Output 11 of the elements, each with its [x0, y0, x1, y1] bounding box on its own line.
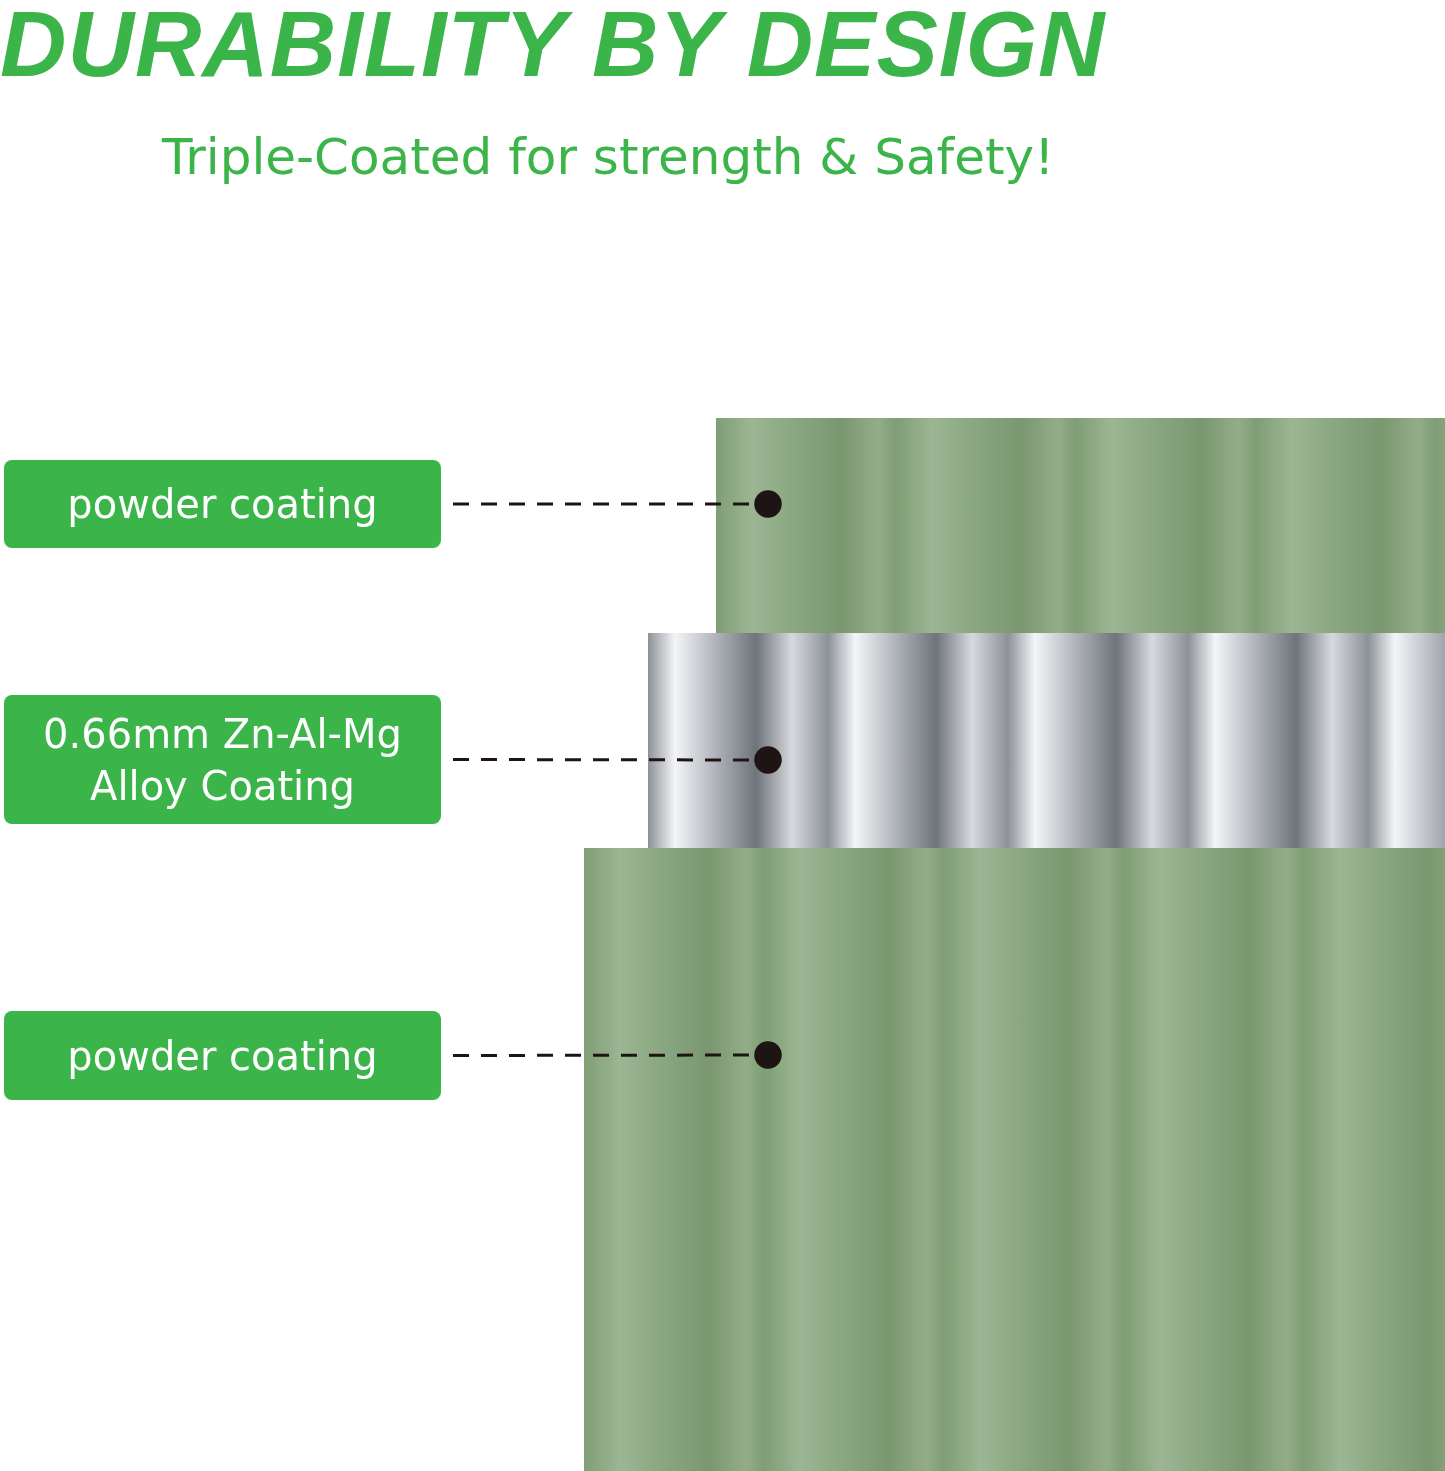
leader-line — [453, 1041, 782, 1069]
callout-label: powder coating — [4, 1011, 441, 1100]
alloy-layer-drawing — [648, 633, 1445, 848]
title: DURABILITY BY DESIGN — [0, 0, 1106, 97]
callout-label: powder coating — [4, 460, 441, 548]
leader-line — [453, 490, 782, 518]
corrugated-panel-drawing — [584, 848, 1445, 1471]
callout-label: 0.66mm Zn-Al-Mg Alloy Coating — [4, 695, 441, 824]
corrugated-panel-drawing — [716, 418, 1445, 633]
subtitle: Triple-Coated for strength & Safety! — [162, 128, 1055, 186]
leader-line — [453, 746, 782, 774]
